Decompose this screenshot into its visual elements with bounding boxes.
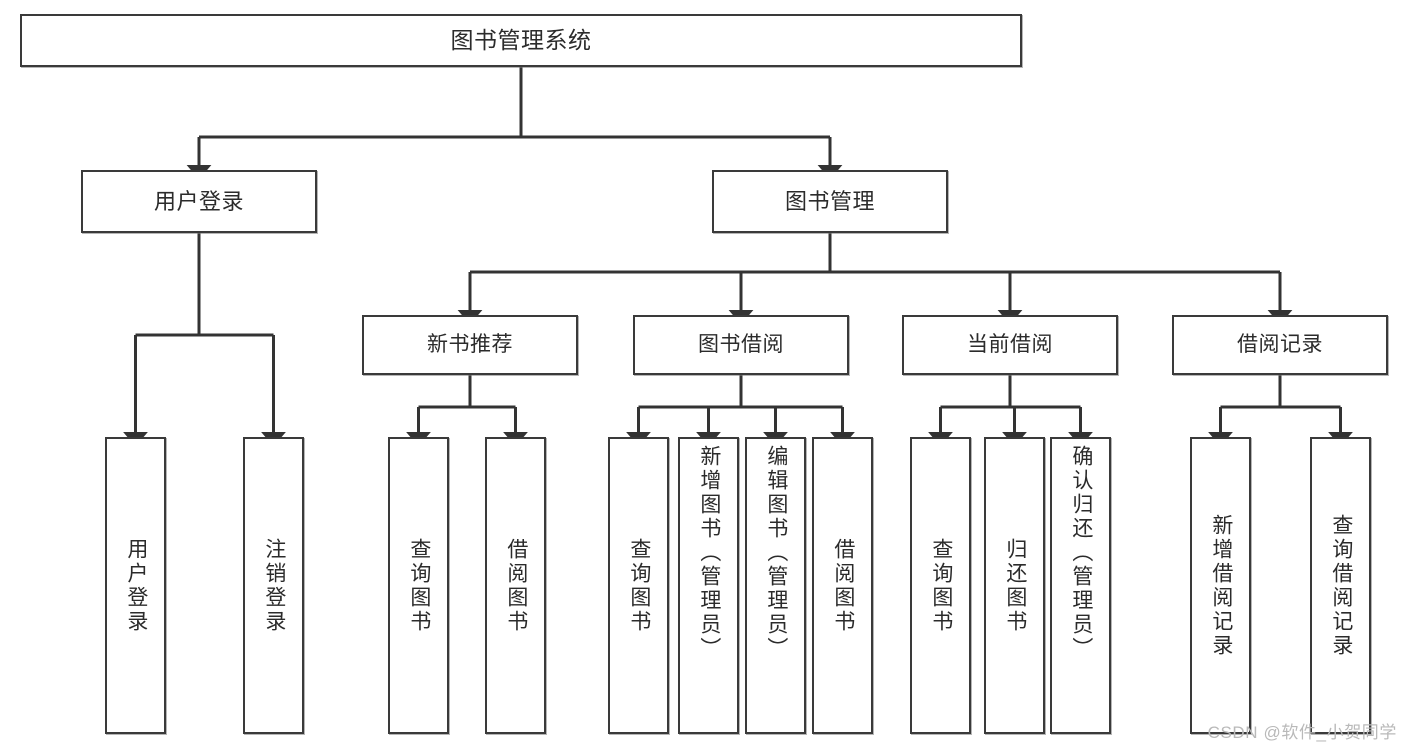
- node-label: 图书管理系统: [450, 26, 592, 53]
- node-label: 当前借阅: [967, 332, 1053, 356]
- node-leaf-6-编辑图书管理员[interactable]: 编辑图书（管理员）: [745, 437, 806, 734]
- node-root-book-management-system[interactable]: 图书管理系统: [20, 14, 1022, 67]
- node-leaf-5-新增图书管理员[interactable]: 新增图书（管理员）: [678, 437, 739, 734]
- node-leaf-12-查询借阅记录[interactable]: 查询借阅记录: [1310, 437, 1371, 734]
- node-label: 借阅记录: [1237, 332, 1323, 356]
- node-current-borrowing[interactable]: 当前借阅: [902, 315, 1118, 375]
- node-label: 查询图书: [407, 537, 431, 634]
- node-label: 图书借阅: [698, 332, 784, 356]
- node-label: 查询图书: [627, 537, 651, 634]
- node-label: 用户登录: [153, 188, 244, 214]
- node-label: 注销登录: [262, 537, 286, 634]
- node-label: 新增借阅记录: [1209, 513, 1233, 658]
- node-label: 用户登录: [124, 537, 148, 634]
- node-label: 确认归还（管理员）: [1069, 445, 1093, 661]
- node-label: 编辑图书（管理员）: [764, 445, 788, 661]
- node-label: 借阅图书: [504, 537, 528, 634]
- node-leaf-2-查询图书[interactable]: 查询图书: [388, 437, 449, 734]
- node-leaf-8-查询图书[interactable]: 查询图书: [910, 437, 971, 734]
- node-borrowing-records[interactable]: 借阅记录: [1172, 315, 1388, 375]
- node-leaf-0-用户登录[interactable]: 用户登录: [105, 437, 166, 734]
- node-leaf-1-注销登录[interactable]: 注销登录: [243, 437, 304, 734]
- node-user-login[interactable]: 用户登录: [81, 170, 317, 233]
- node-leaf-11-新增借阅记录[interactable]: 新增借阅记录: [1190, 437, 1251, 734]
- node-label: 新书推荐: [427, 332, 513, 356]
- node-label: 查询图书: [929, 537, 953, 634]
- node-leaf-7-借阅图书[interactable]: 借阅图书: [812, 437, 873, 734]
- node-label: 图书管理: [784, 188, 875, 214]
- node-leaf-9-归还图书[interactable]: 归还图书: [984, 437, 1045, 734]
- node-label: 查询借阅记录: [1329, 513, 1353, 658]
- node-book-borrowing[interactable]: 图书借阅: [633, 315, 849, 375]
- node-book-management[interactable]: 图书管理: [712, 170, 948, 233]
- node-label: 新增图书（管理员）: [697, 445, 721, 661]
- node-label: 借阅图书: [831, 537, 855, 634]
- node-leaf-10-确认归还管理员[interactable]: 确认归还（管理员）: [1050, 437, 1111, 734]
- node-label: 归还图书: [1003, 537, 1027, 634]
- node-leaf-3-借阅图书[interactable]: 借阅图书: [485, 437, 546, 734]
- node-leaf-4-查询图书[interactable]: 查询图书: [608, 437, 669, 734]
- node-new-book-recommendation[interactable]: 新书推荐: [362, 315, 578, 375]
